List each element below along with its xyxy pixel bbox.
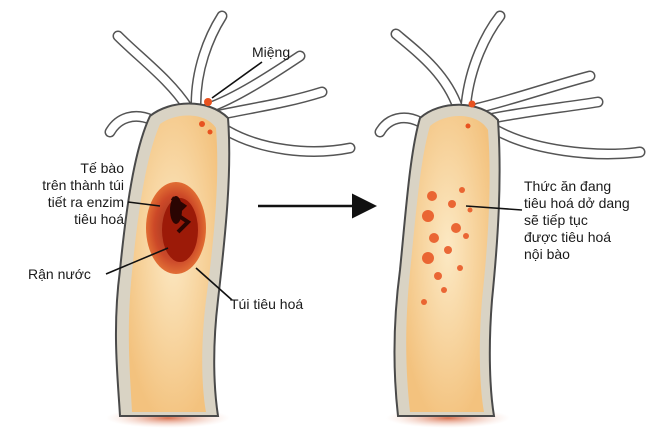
hydra-left — [106, 16, 350, 428]
label-partial-digestion-line3: sẽ tiếp tục — [524, 212, 630, 229]
label-partial-digestion: Thức ăn đang tiêu hoá dở dang sẽ tiếp tụ… — [524, 178, 630, 263]
label-gland-cells-line4: tiêu hoá — [42, 211, 124, 228]
label-gland-cells: Tế bào trên thành túi tiết ra enzim tiêu… — [42, 160, 124, 228]
label-gland-cells-line3: tiết ra enzim — [42, 194, 124, 211]
label-mouth: Miệng — [252, 44, 290, 61]
label-gut-cavity: Túi tiêu hoá — [230, 296, 303, 313]
label-partial-digestion-line2: tiêu hoá dở dang — [524, 195, 630, 212]
label-partial-digestion-line1: Thức ăn đang — [524, 178, 630, 195]
water-flea — [146, 182, 206, 274]
label-partial-digestion-line4: được tiêu hoá — [524, 229, 630, 246]
label-gland-cells-line2: trên thành túi — [42, 177, 124, 194]
label-water-flea: Rận nước — [28, 266, 91, 283]
label-partial-digestion-line5: nội bào — [524, 246, 630, 263]
label-gland-cells-line1: Tế bào — [42, 160, 124, 177]
